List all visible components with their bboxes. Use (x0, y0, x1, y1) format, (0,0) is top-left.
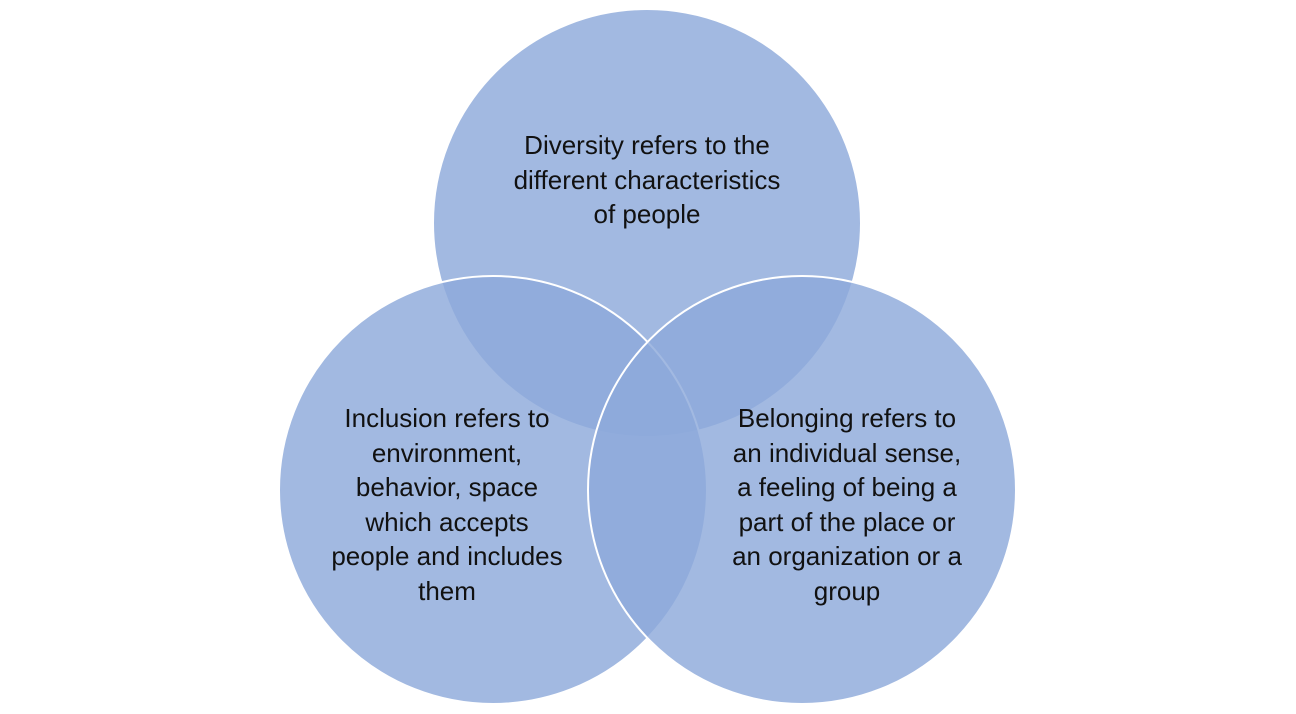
belonging-line: an organization or a (732, 541, 962, 571)
inclusion-line: behavior, space (355, 472, 539, 502)
belonging-circle (587, 275, 1017, 705)
belonging-line: an individual sense, (732, 437, 962, 468)
diversity-line: different characteristics (513, 164, 781, 195)
inclusion-line: people and includes (331, 541, 563, 571)
inclusion-line: which accepts (365, 506, 529, 537)
belonging-line: a feeling of being a (737, 472, 957, 502)
inclusion-label: Inclusion refers to environment, behavio… (297, 401, 597, 608)
belonging-line: Belonging refers to (737, 403, 957, 433)
diversity-line: of people (593, 199, 701, 229)
belonging-line: part of the place or (738, 506, 956, 537)
belonging-label: Belonging refers to an individual sense,… (697, 401, 997, 608)
inclusion-line: Inclusion refers to (344, 403, 550, 433)
inclusion-line: them (418, 575, 476, 606)
belonging-line: group (813, 575, 881, 606)
diversity-line: Diversity refers to the (524, 130, 770, 160)
inclusion-line: environment, (371, 437, 523, 468)
diversity-label: Diversity refers to the different charac… (447, 128, 847, 232)
